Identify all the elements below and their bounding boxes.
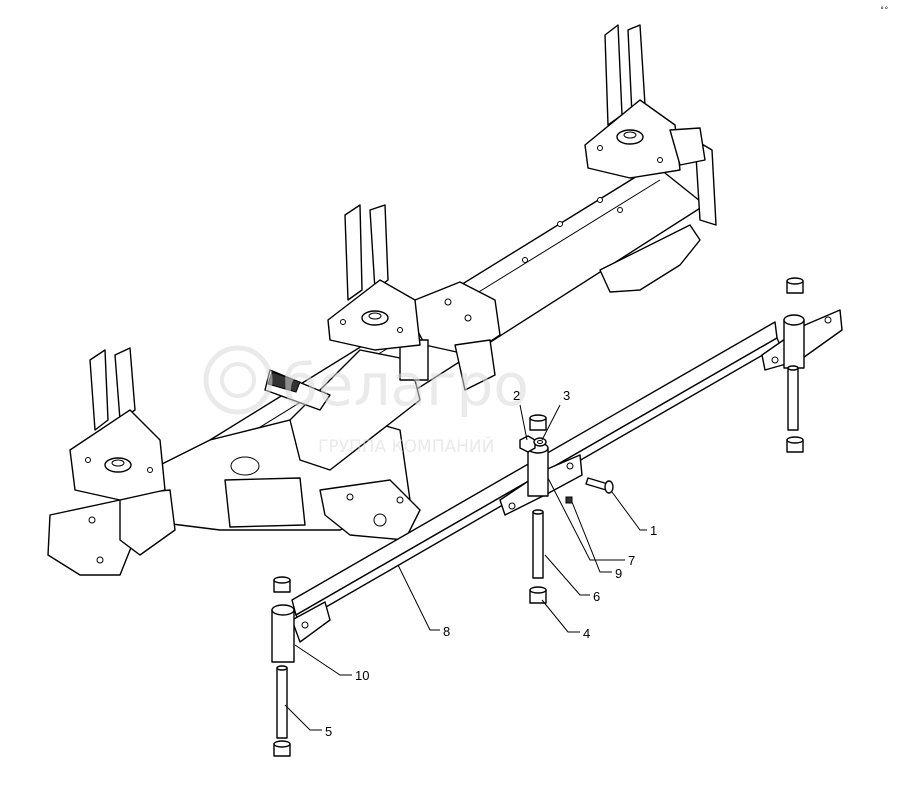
grease-fitting-9 bbox=[565, 496, 573, 504]
nut-right-top bbox=[786, 277, 804, 294]
bushing-right bbox=[783, 314, 805, 369]
callout-7: 7 bbox=[628, 553, 635, 568]
pin-6 bbox=[532, 509, 544, 579]
nut-4 bbox=[529, 586, 547, 604]
right-mount bbox=[584, 24, 717, 226]
watermark: белагро ГРУППА КОМПАНИЙ bbox=[203, 345, 529, 457]
callout-1: 1 bbox=[650, 523, 657, 538]
callout-6: 6 bbox=[593, 589, 600, 604]
nut-middle-top bbox=[529, 414, 547, 431]
nut-2 bbox=[519, 435, 536, 453]
bolt-1 bbox=[585, 477, 614, 494]
corner-mark: °° bbox=[880, 6, 888, 14]
nut-left-bottom bbox=[273, 740, 291, 757]
callout-9: 9 bbox=[615, 566, 622, 581]
callout-2: 2 bbox=[513, 388, 520, 403]
washer-3 bbox=[533, 437, 547, 447]
leader-lines bbox=[284, 404, 647, 731]
nut-right-bottom bbox=[786, 436, 804, 453]
nut-left-top bbox=[273, 576, 291, 593]
bushing-left-10 bbox=[271, 604, 295, 663]
callout-3: 3 bbox=[563, 388, 570, 403]
callout-10: 10 bbox=[355, 668, 369, 683]
left-mount bbox=[69, 347, 166, 501]
callout-8: 8 bbox=[443, 624, 450, 639]
middle-mount bbox=[327, 204, 421, 351]
callout-5: 5 bbox=[325, 724, 332, 739]
watermark-tagline: ГРУППА КОМПАНИЙ bbox=[318, 435, 494, 457]
main-frame bbox=[47, 164, 706, 576]
watermark-brand: белагро bbox=[282, 351, 529, 419]
callout-4: 4 bbox=[583, 626, 590, 641]
pin-right bbox=[787, 365, 799, 431]
pin-5 bbox=[276, 665, 288, 739]
